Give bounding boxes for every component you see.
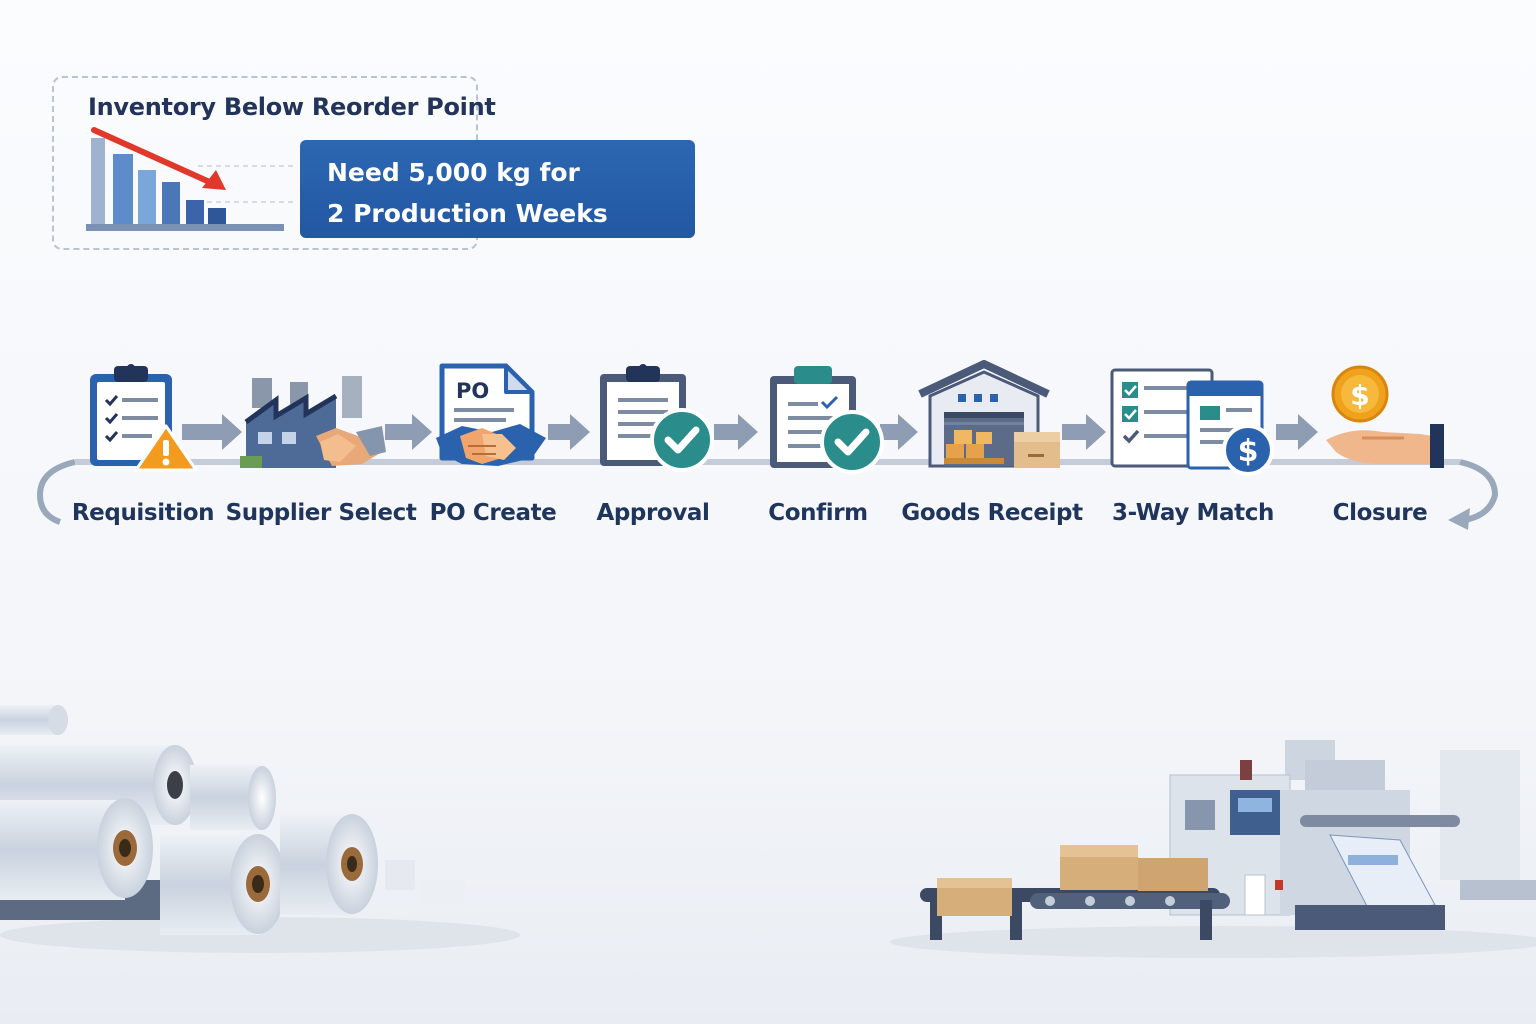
loop-arc-left	[36, 459, 76, 525]
step-label-closure: Closure	[1332, 500, 1428, 526]
requirement-line-1: Need 5,000 kg for	[327, 158, 580, 187]
purchase-order-document-icon: PO	[436, 363, 546, 466]
po-doc-label: PO	[456, 379, 489, 403]
flow-arrow-7	[1276, 414, 1318, 450]
flow-arrow-5	[880, 414, 918, 450]
step-label-confirm: Confirm	[768, 500, 868, 526]
inventory-decline-chart-icon	[86, 127, 296, 231]
requirement-callout: Need 5,000 kg for 2 Production Weeks	[300, 140, 695, 238]
factory-handshake-icon	[240, 376, 386, 468]
flow-arrow-2	[385, 414, 432, 450]
loop-arrowhead	[1448, 508, 1470, 530]
floor-shadow-right	[890, 926, 1536, 958]
film-rolls	[0, 705, 465, 935]
flow-arrow-6	[1062, 414, 1106, 450]
coin-dollar-icon: $	[1350, 379, 1369, 412]
inventory-alert-title: Inventory Below Reorder Point	[88, 93, 496, 121]
step-label-supplier-select: Supplier Select	[225, 500, 417, 526]
warehouse-boxes-icon	[918, 360, 1060, 468]
dollar-icon: $	[1238, 434, 1259, 469]
confirmation-clipboard-check-icon	[770, 366, 884, 474]
hand-coin-payment-icon: $	[1326, 365, 1444, 468]
flow-arrow-4	[714, 414, 758, 450]
loop-arc-right	[1459, 459, 1499, 523]
step-label-3-way-match: 3-Way Match	[1112, 500, 1274, 526]
step-label-approval: Approval	[596, 500, 710, 526]
three-way-match-documents-icon: $	[1110, 368, 1274, 476]
production-machine	[920, 740, 1536, 940]
flow-arrow-3	[548, 414, 590, 450]
step-label-goods-receipt: Goods Receipt	[901, 500, 1083, 526]
clipboard-warning-icon	[90, 364, 198, 472]
step-label-requisition: Requisition	[71, 500, 215, 526]
approval-clipboard-check-icon	[600, 364, 714, 472]
requirement-line-2: 2 Production Weeks	[327, 199, 608, 228]
flow-arrow-1	[182, 414, 242, 450]
step-label-po-create: PO Create	[429, 500, 557, 526]
